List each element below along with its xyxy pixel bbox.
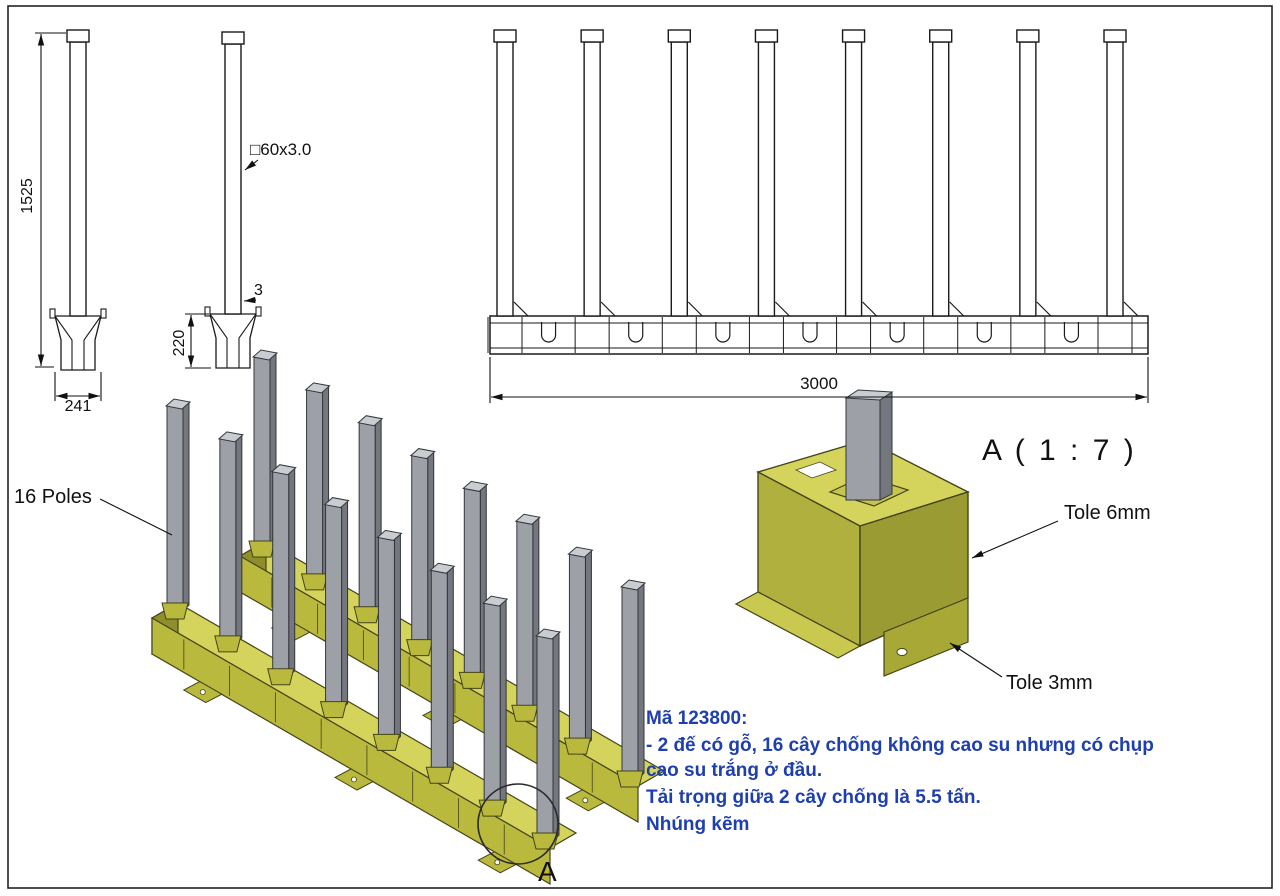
dim-base-width: 241 [64,398,92,415]
front-pole-cap [580,29,604,43]
detail-mark-label: A [538,856,557,887]
front-pole-cap [754,29,779,43]
note-code: Mã 123800: [646,708,748,729]
far-poles [248,349,647,788]
note-line3: Nhúng kẽm [646,814,750,836]
front-pole-cap [1016,29,1040,43]
dim-base-height-text: 220 [171,329,188,357]
pole-front-face [845,397,881,501]
poles-count-label: 16 Poles [14,486,92,508]
pole-body [224,43,242,315]
rail-slot [540,322,557,343]
iso-pole [536,635,554,842]
pole-cap [221,31,245,45]
rail-slot [889,322,905,343]
dim-pole-height: 1525 [19,174,37,218]
pole-socket [248,540,276,558]
right-foot [883,597,969,677]
front-pole [1106,41,1124,317]
sheet-border [7,5,1273,889]
rail-slot [715,322,731,343]
near-poles [161,398,562,850]
iso-pole [306,389,324,583]
pole-socket [406,639,434,657]
iso-pole [253,356,271,550]
near-rail [150,601,578,886]
pole-socket [353,606,381,624]
iso-pole [463,487,481,681]
detail-callout-circle [477,783,559,865]
iso-pole [621,586,639,780]
tole-6mm-label: Tole 6mm [1064,502,1151,524]
pole-socket [319,701,348,719]
pole-socket [300,573,329,591]
pole-socket [511,704,539,722]
front-pole [496,41,514,317]
top-cutout [794,461,838,479]
rail-slot [802,322,818,343]
iso-pole [483,602,501,809]
pole-right-face [879,391,893,501]
front-pole [1019,41,1037,317]
pole-socket [478,799,506,817]
detail-a-view [734,389,970,677]
dim-pole-height-text: 1525 [19,178,36,214]
pole-socket [161,602,189,620]
iso-pole [411,455,429,649]
front-pole [844,41,863,317]
pole-socket [214,635,242,653]
rail-slot [976,322,992,343]
rail-front-face [151,616,551,886]
iso-pole [516,520,534,714]
bolt-hole [896,648,908,656]
front-pole [670,41,688,317]
iso-pole [358,422,376,616]
rail-slot [1063,322,1080,343]
pole-socket [458,671,486,689]
iso-pole [272,471,290,678]
dimension-lines [35,32,1149,678]
tole-3mm-label: Tole 3mm [1006,672,1093,694]
pole-socket [425,766,453,784]
front-pole [757,41,776,317]
iso-pole [377,536,395,743]
front-pole-cap [493,29,517,43]
dim-rack-length: 3000 [800,374,838,393]
front-pole [932,41,950,317]
pole-front-view [49,29,107,371]
note-line2: Tải trọng giữa 2 cây chống là 5.5 tấn. [646,787,981,809]
pole-base-front [49,308,107,371]
notes-block: Mã 123800: - 2 đế có gỗ, 16 cây chống kh… [646,706,1162,839]
note-line1: - 2 đế có gỗ, 16 cây chống không cao su … [646,735,1154,782]
rack-poles [487,29,1139,353]
iso-pole [325,504,343,711]
pole-side-view [204,31,262,369]
rack-front-view [487,29,1149,355]
pole-socket [616,770,644,788]
pole-socket [372,733,401,751]
dim-wall-thickness: 3 [254,282,263,299]
front-pole [583,41,601,317]
pole-socket [563,737,592,755]
tube-spec-label: □60x3.0 [250,140,312,159]
isometric-view [150,349,666,886]
front-pole-cap [1103,29,1127,43]
iso-pole [568,553,586,747]
pole-base-side [204,306,262,369]
bottom-flange [734,591,862,659]
dim-base-height: 220 [171,321,189,365]
rail-slot [628,322,644,343]
detail-title: A ( 1 : 7 ) [982,434,1137,467]
pole-body [69,41,87,317]
iso-pole [166,405,184,612]
pole-socket [267,668,295,686]
front-pole-cap [667,29,691,43]
iso-pole [219,438,237,645]
iso-pole [430,569,448,776]
pole-cap [66,29,90,43]
front-pole-cap [929,29,953,43]
front-pole-cap [841,29,866,43]
